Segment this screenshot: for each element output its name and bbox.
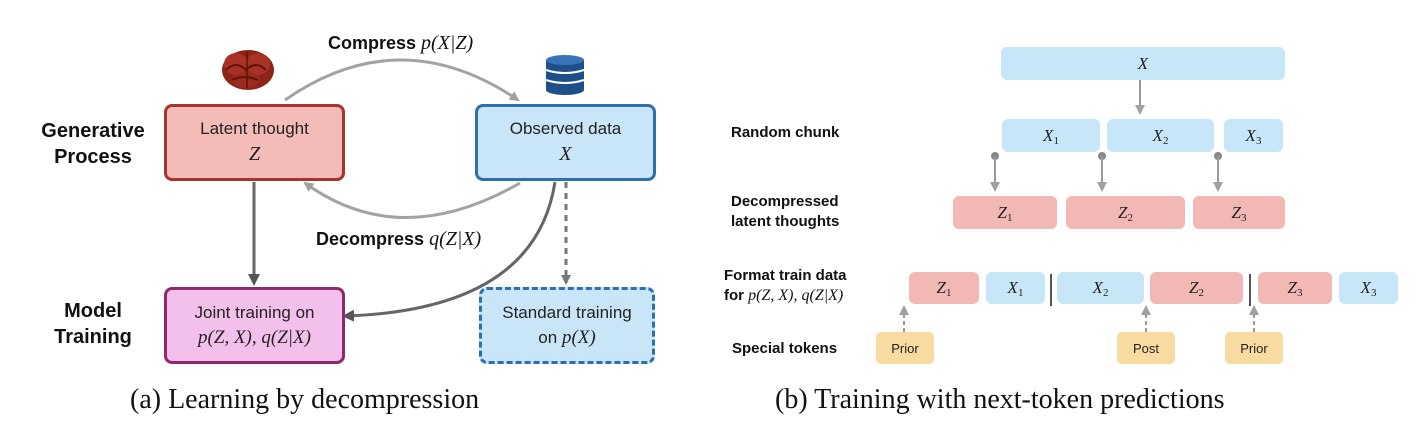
compress-arrow: [284, 58, 520, 102]
joint-training-box: Joint training on p(Z, X), q(Z|X): [164, 287, 345, 364]
model-training-label: Model Training: [54, 300, 132, 348]
decompress-arrow: [303, 181, 521, 219]
observed-to-joint-arrow: [342, 181, 557, 322]
special-tokens-label: Special tokens: [732, 340, 838, 357]
sequence-separators: [1050, 274, 1251, 306]
caption-a: (a) Learning by decompression: [130, 384, 480, 415]
caption-b: (b) Training with next-token predictions: [775, 384, 1225, 415]
random-chunk-label: Random chunk: [731, 124, 840, 141]
observed-data-title: Observed data: [509, 119, 622, 138]
database-icon: [545, 55, 585, 95]
observed-data-var: X: [559, 143, 572, 165]
compress-label: Compress p(X|Z): [328, 32, 474, 54]
observed-data-box: Observed data X: [475, 104, 656, 181]
special-token-arrows: [899, 305, 1259, 332]
special-token-prior: Prior: [1225, 332, 1283, 364]
chunk-to-latent-arrows: [990, 152, 1223, 192]
standard-training-line1: Standard training: [502, 302, 632, 322]
generative-process-label: Generative Process: [41, 120, 145, 168]
full-sequence-token: X: [1001, 47, 1285, 80]
format-train-label: Format train data for p(Z, X), q(Z|X): [724, 267, 847, 304]
standard-training-line2: on p(X): [538, 326, 596, 348]
special-token-post: Post: [1117, 332, 1175, 364]
brain-icon: [222, 50, 274, 90]
latent-thought-title: Latent thought: [200, 119, 309, 138]
decompressed-label: Decompressed latent thoughts: [731, 193, 840, 230]
special-token-prior: Prior: [876, 332, 934, 364]
latent-thought-var: Z: [248, 143, 261, 165]
decompress-label: Decompress q(Z|X): [316, 228, 482, 250]
standard-training-box: Standard training on p(X): [479, 287, 655, 364]
latent-thought-box: Latent thought Z: [164, 104, 345, 181]
joint-training-line1: Joint training on: [194, 302, 315, 322]
joint-training-line2: p(Z, X), q(Z|X): [198, 326, 311, 348]
